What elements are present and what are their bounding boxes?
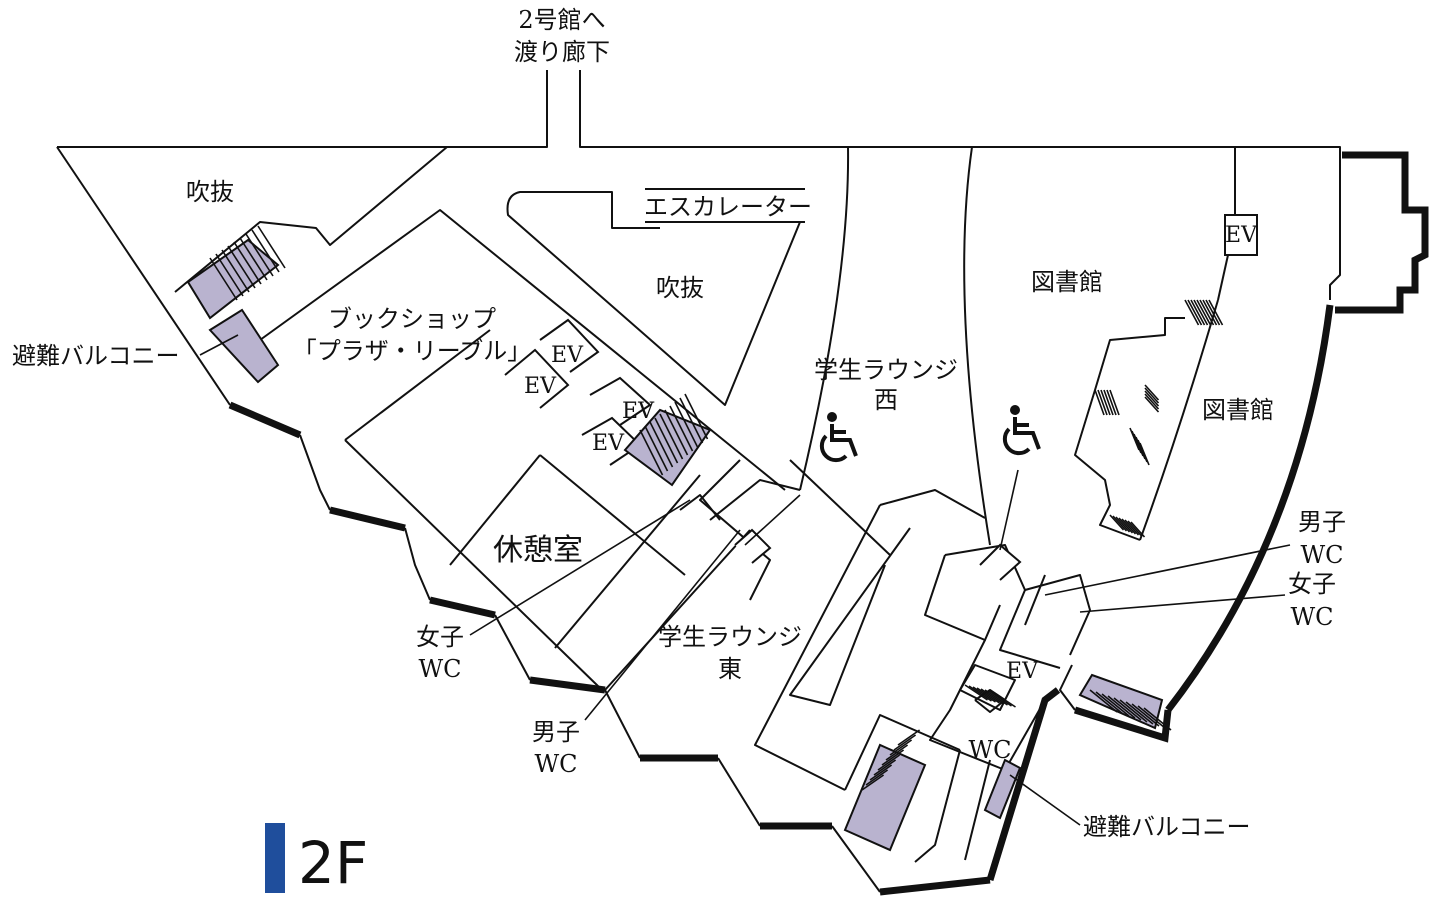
- floor-marker-bar: [265, 823, 285, 893]
- bookshop-label-line1: ブックショップ: [328, 305, 496, 333]
- lounge-east-label-line1: 学生ラウンジ: [658, 623, 802, 651]
- stair-library-bot: [1109, 514, 1146, 538]
- atrium-center-label: 吹抜: [656, 274, 704, 302]
- balcony-west-label: 避難バルコニー: [12, 342, 180, 370]
- interior-walls: [259, 146, 1258, 863]
- stair-southeast: [1089, 689, 1172, 731]
- ev-label-3: EV: [622, 399, 655, 424]
- corridor-label-line2: 渡り廊下: [514, 38, 610, 66]
- ev-label-south: EV: [1006, 659, 1039, 684]
- wc-women-west-line2: WC: [418, 655, 461, 683]
- stair-north: [639, 393, 709, 476]
- stair-south-ev: [964, 684, 1016, 708]
- rest-room-label: 休憩室: [493, 533, 583, 568]
- wheelchair-icon: [1002, 405, 1041, 456]
- balcony-south-label: 避難バルコニー: [1083, 813, 1251, 841]
- wc-men-west-line2: WC: [534, 750, 577, 778]
- building-outline: [56, 70, 1429, 896]
- stair-library-mid3: [1129, 427, 1150, 466]
- wc-men-east-line1: 男子: [1298, 508, 1346, 536]
- wheelchair-icon: [819, 412, 858, 463]
- escalator-label: エスカレーター: [644, 193, 812, 221]
- stair-west: [209, 225, 286, 301]
- stair-library-top: [1184, 299, 1224, 326]
- wc-women-west-line1: 女子: [416, 623, 464, 651]
- floor-label: 2F: [298, 829, 368, 897]
- corridor-label-line1: 2号館へ: [518, 6, 605, 34]
- wc-women-east-line1: 女子: [1288, 570, 1336, 598]
- lounge-west-label-line2: 西: [874, 386, 898, 414]
- leader-lines: [199, 334, 1291, 826]
- ev-label-1: EV: [551, 343, 584, 368]
- lounge-east-label-line2: 東: [718, 655, 742, 683]
- stair-south: [861, 729, 921, 791]
- ev-label-2: EV: [524, 374, 557, 399]
- balcony-west-lower: [208, 308, 280, 384]
- bookshop-label-line2: 「プラザ・リーブル」: [293, 337, 532, 365]
- library-label-2: 図書館: [1202, 396, 1274, 424]
- wc-men-east-line2: WC: [1300, 541, 1343, 569]
- library-label-1: 図書館: [1031, 268, 1103, 296]
- atrium-west-label: 吹抜: [186, 178, 234, 206]
- wc-south-label: WC: [968, 736, 1011, 764]
- balcony-south-narrow: [983, 758, 1022, 820]
- ev-label-library: EV: [1225, 223, 1258, 248]
- stair-library-mid2: [1144, 384, 1160, 413]
- stair-library-mid1: [1094, 389, 1120, 416]
- wc-men-west-line1: 男子: [532, 718, 580, 746]
- balcony-south-stair: [843, 743, 927, 852]
- stairs: [209, 225, 1224, 791]
- wc-women-east-line2: WC: [1290, 603, 1333, 631]
- lounge-west-label-line1: 学生ラウンジ: [814, 356, 958, 384]
- ev-label-4: EV: [592, 431, 625, 456]
